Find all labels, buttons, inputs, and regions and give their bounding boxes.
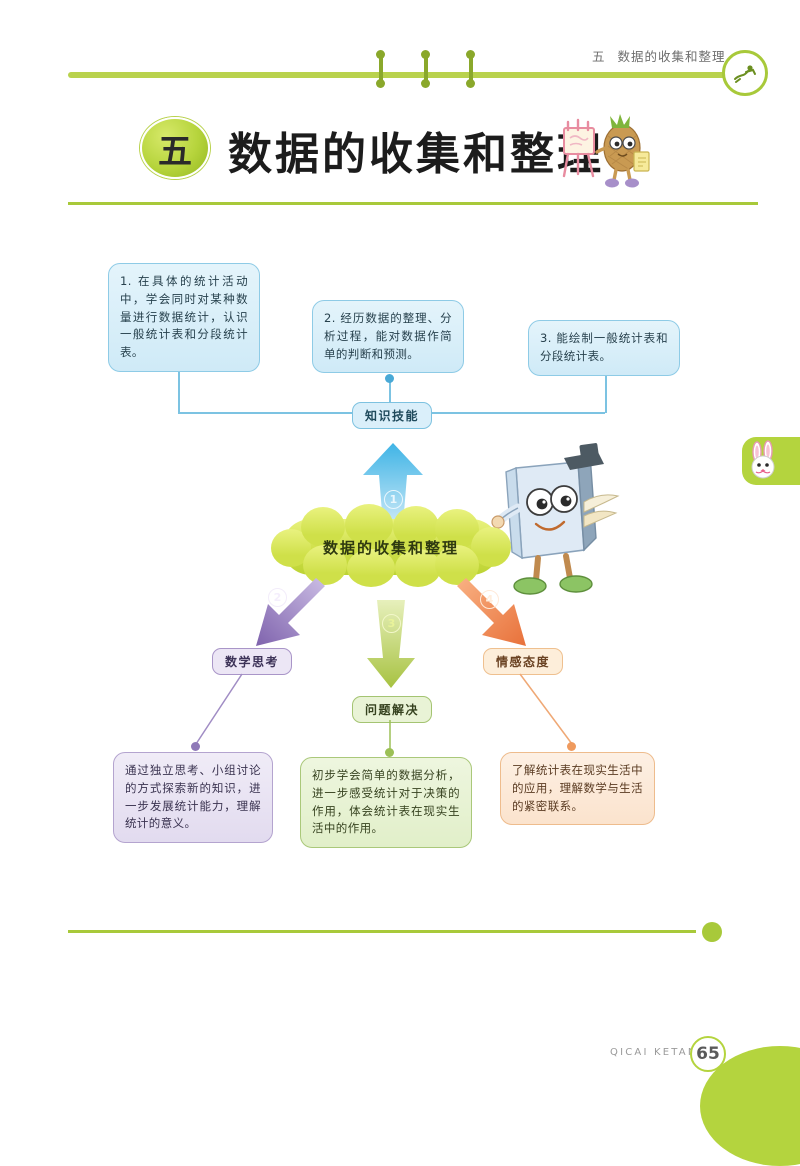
title-rule	[68, 202, 758, 205]
arrow-1-knowledge: 1	[357, 443, 429, 525]
arrow-3-problem-solving: 3	[363, 600, 419, 688]
connector-dot-branch-4	[567, 742, 576, 751]
arrow-2-math-thinking: 2	[222, 578, 330, 650]
goal-box-2: 2. 经历数据的整理、分析过程，能对数据作简单的判断和预测。	[312, 300, 464, 374]
center-topic-label: 数据的收集和整理	[322, 538, 459, 557]
chapter-number-chip: 五	[140, 117, 210, 179]
connector-dot-goal2	[385, 374, 394, 383]
footer-rule	[68, 930, 696, 933]
node-emotional-attitude: 情感态度	[483, 648, 564, 675]
goal-box-3: 3. 能绘制一般统计表和分段统计表。	[528, 320, 680, 376]
arrow-badge-3: 3	[382, 614, 401, 633]
arrow-badge-2: 2	[268, 588, 287, 607]
connector-goal2	[389, 379, 391, 405]
running-head: 五数据的收集和整理	[592, 46, 726, 65]
node-problem-solving: 问题解决	[352, 696, 433, 723]
footer-dot	[702, 922, 722, 942]
connector-branch-3	[389, 720, 391, 752]
running-figure-icon	[722, 50, 768, 96]
page-number-badge: 65	[690, 1036, 726, 1072]
arrow-4-emotional-attitude: 4	[452, 578, 560, 650]
connector-branch-2	[195, 673, 243, 745]
node-knowledge-skills: 知识技能	[352, 402, 433, 429]
page-number: 65	[696, 1044, 720, 1064]
header-ornament-1	[376, 50, 385, 88]
pineapple-mascot-with-easel-icon	[560, 112, 655, 190]
header-ornament-3	[466, 50, 475, 88]
arrow-badge-1: 1	[384, 490, 403, 509]
detail-box-problem-solving: 初步学会简单的数据分析，进一步感受统计对于决策的作用，体会统计表在现实生活中的作…	[300, 757, 472, 849]
footer-brand: QICAI KETANG	[610, 1047, 708, 1058]
connector-dot-branch-3	[385, 748, 394, 757]
detail-box-emotional-attitude: 了解统计表在现实生活中的应用，理解数学与生活的紧密联系。	[500, 752, 655, 826]
page-title: 数据的收集和整理	[228, 129, 604, 180]
book-character-icon	[491, 442, 632, 597]
side-tab[interactable]	[742, 437, 800, 485]
connector-dot-branch-2	[191, 742, 200, 751]
arrow-badge-4: 4	[480, 590, 499, 609]
running-head-title: 数据的收集和整理	[617, 49, 726, 64]
connector-branch-4	[519, 673, 573, 745]
node-center-topic: 数据的收集和整理	[271, 504, 511, 587]
goal-box-1: 1. 在具体的统计活动中，学会同时对某种数量进行数据统计，认识一般统计表和分段统…	[108, 263, 260, 373]
running-head-chapter-number: 五	[592, 49, 606, 64]
node-math-thinking: 数学思考	[212, 648, 293, 675]
connector-goal3	[605, 368, 607, 413]
header-ornament-2	[421, 50, 430, 88]
connector-goal1	[178, 368, 180, 413]
header-rule	[68, 72, 758, 78]
textbook-page: 五数据的收集和整理 五 数据的收集和整理	[68, 46, 800, 1166]
detail-box-math-thinking: 通过独立思考、小组讨论的方式探索新的知识，进一步发展统计能力，理解统计的意义。	[113, 752, 273, 844]
